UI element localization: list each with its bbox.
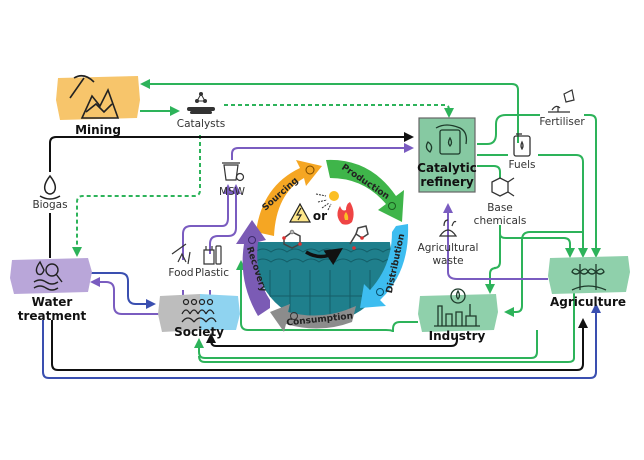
- stage-consumption-arc[interactable]: [270, 304, 356, 332]
- society-brush-bg-right: [200, 294, 240, 330]
- refinery-label-1: Catalytic: [417, 161, 477, 175]
- biogas-label: Biogas: [32, 199, 67, 211]
- benzene-molecule-icon: [491, 177, 515, 197]
- item-plastic[interactable]: Plastic: [195, 245, 229, 279]
- base-chemicals-label-2: chemicals: [474, 215, 527, 227]
- agriculture-brush-bg: [548, 256, 630, 294]
- truck-icon: [388, 202, 396, 210]
- water-magnifier-icon: [33, 260, 63, 291]
- or-label: or: [313, 209, 327, 223]
- people-group-icon: [181, 298, 217, 323]
- water-treatment-label-2: treatment: [18, 309, 87, 323]
- node-mining[interactable]: Mining: [56, 74, 140, 137]
- flow-plastic-to-msw: [209, 184, 241, 254]
- plastic-label: Plastic: [195, 267, 229, 279]
- factory-droplet-icon: [434, 288, 480, 327]
- flow-lines: [42, 79, 601, 379]
- item-fuels[interactable]: Fuels: [509, 133, 536, 171]
- globe-icon: [305, 165, 315, 175]
- msw-label: MSW: [219, 186, 246, 198]
- society-label: Society: [174, 325, 224, 339]
- society-brush-bg-left: [158, 294, 200, 332]
- trash-bin-gear-icon: [222, 162, 245, 182]
- stage-recovery-arc[interactable]: [236, 220, 270, 316]
- flow-food-to-msw: [182, 184, 233, 260]
- flow-biogas-to-refinery: [49, 132, 414, 172]
- flow-base-chem-to-industry: [485, 234, 501, 294]
- glucose-molecule-icon: [282, 229, 302, 249]
- item-base-chemicals[interactable]: Base chemicals: [474, 177, 527, 227]
- food-waste-icon: [171, 243, 191, 265]
- fertiliser-label: Fertiliser: [539, 116, 585, 128]
- pickaxe-mountain-icon: [69, 74, 120, 119]
- flow-refinery-to-fertiliser: [477, 114, 540, 145]
- compost-pile-icon: [438, 219, 458, 237]
- item-agricultural-waste[interactable]: Agricultural waste: [418, 219, 479, 267]
- plastic-bag-bottle-icon: [203, 245, 222, 265]
- recycle-hands-icon: [290, 312, 298, 320]
- fertiliser-bag-plant-icon: [548, 89, 575, 113]
- flow-water-to-agriculture-blue: [42, 303, 601, 379]
- refinery-label-2: refinery: [420, 175, 474, 189]
- flow-water-to-society: [90, 272, 156, 309]
- catalysts-label: Catalysts: [177, 118, 226, 130]
- mining-label: Mining: [75, 123, 121, 137]
- stage-production-arc[interactable]: [326, 159, 404, 222]
- node-society[interactable]: Society: [158, 294, 240, 339]
- stage-sourcing-arc[interactable]: [256, 160, 322, 236]
- flow-fertiliser-to-agriculture: [584, 114, 601, 258]
- base-chemicals-label-1: Base: [487, 202, 513, 214]
- jerrycan-icon: [513, 133, 531, 157]
- agricultural-waste-label-1: Agricultural: [418, 242, 479, 254]
- flow-industry-to-society: [206, 333, 458, 347]
- agriculture-label: Agriculture: [550, 295, 626, 309]
- hmf-molecule-icon: [349, 225, 369, 250]
- flow-catalysts-to-refinery: [224, 104, 454, 118]
- industry-label: Industry: [429, 329, 486, 343]
- node-industry[interactable]: Industry: [418, 288, 498, 343]
- sunlight-icon: [315, 191, 339, 211]
- item-food[interactable]: Food: [168, 243, 194, 279]
- plants-icon: [571, 264, 607, 291]
- flow-catalysts-to-water: [72, 135, 201, 257]
- flow-fuels-to-agriculture: [538, 154, 588, 258]
- flow-refinery-to-base-chemicals: [477, 165, 501, 178]
- flow-agriculture-to-society-1: [194, 330, 538, 359]
- flow-industry-to-recovery: [236, 260, 418, 333]
- flow-base-chem-to-agriculture: [499, 225, 575, 258]
- stage-distribution-arc[interactable]: [360, 224, 409, 308]
- agricultural-waste-label-2: waste: [432, 255, 463, 267]
- item-biogas[interactable]: Biogas: [32, 174, 68, 211]
- flow-society-to-water: [90, 277, 160, 315]
- node-agriculture[interactable]: Agriculture: [548, 256, 630, 309]
- recycle-icon: [248, 236, 256, 244]
- mining-brush-bg: [56, 76, 140, 120]
- central-cycle: or Sourcing Production Distribution Cons…: [236, 159, 409, 332]
- flow-msw-to-refinery: [231, 143, 414, 160]
- node-catalytic-refinery[interactable]: Catalytic refinery: [417, 117, 477, 193]
- fuel-can-leaf-icon: [425, 124, 468, 155]
- flame-leaf-icon: [39, 174, 61, 200]
- reaction-arrow-icon: [305, 248, 343, 266]
- item-msw[interactable]: MSW: [219, 162, 246, 198]
- item-fertiliser[interactable]: Fertiliser: [539, 89, 585, 128]
- electricity-warning-icon: [288, 202, 312, 223]
- flow-fuels-to-industry: [504, 231, 583, 317]
- flow-refinery-to-society: [198, 270, 575, 363]
- flow-agriculture-to-agwaste: [447, 262, 548, 280]
- catalyst-molecule-icon: [187, 92, 215, 114]
- flow-refinery-to-mining: [140, 79, 519, 143]
- sparkle-icon: [376, 288, 384, 296]
- water-treatment-label-1: Water: [32, 295, 73, 309]
- flow-water-to-agriculture-black: [51, 318, 588, 371]
- fuels-label: Fuels: [509, 159, 536, 171]
- node-water-treatment[interactable]: Water treatment: [10, 258, 92, 323]
- food-label: Food: [168, 267, 193, 279]
- item-catalysts[interactable]: Catalysts: [177, 92, 226, 130]
- fire-heat-icon: [337, 202, 354, 225]
